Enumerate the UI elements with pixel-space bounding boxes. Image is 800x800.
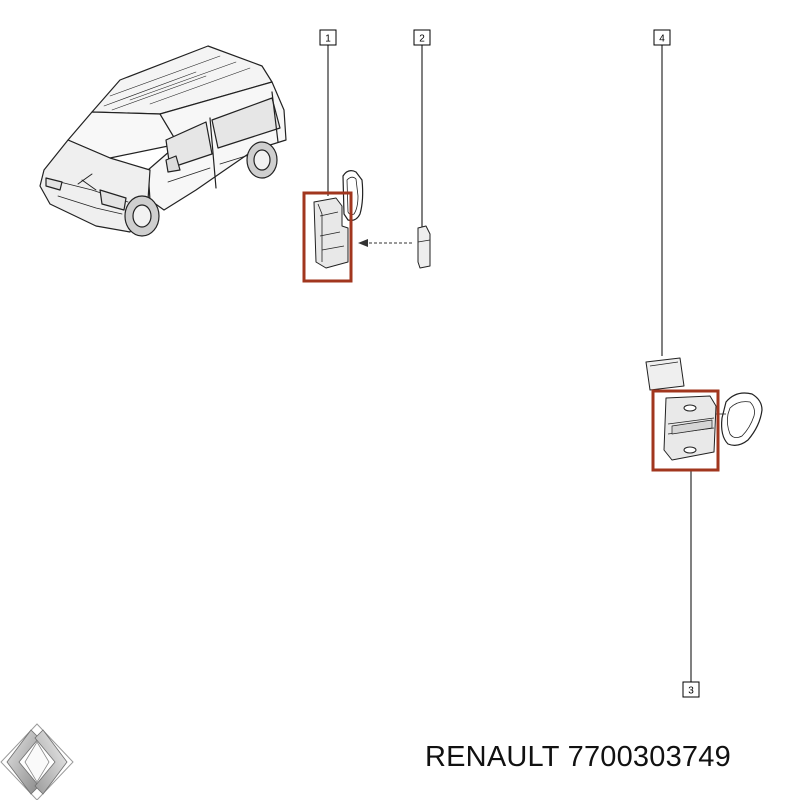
brand-name: RENAULT	[425, 741, 560, 773]
hinge-pin-part	[417, 225, 431, 269]
hinge-highlight-lower	[651, 389, 720, 472]
hinge-part-upper	[313, 170, 364, 269]
hinge-part-lower	[663, 392, 763, 461]
callout-3-box	[682, 681, 700, 698]
assembly-arrow	[358, 239, 412, 247]
hinge-highlight-upper	[302, 191, 353, 283]
callout-2-label: 2	[419, 34, 425, 45]
cover-plate-part	[645, 357, 685, 391]
callout-1: 1	[319, 29, 337, 196]
callout-4-label: 4	[659, 34, 665, 45]
callout-2: 2	[413, 29, 431, 228]
callout-3: 3	[682, 470, 700, 698]
callout-3-label: 3	[688, 686, 694, 697]
callout-1-label: 1	[325, 34, 331, 45]
callout-4: 4	[653, 29, 671, 356]
vehicle-illustration	[39, 45, 287, 237]
part-number: 7700303749	[567, 741, 731, 773]
renault-logo-icon	[0, 723, 74, 800]
